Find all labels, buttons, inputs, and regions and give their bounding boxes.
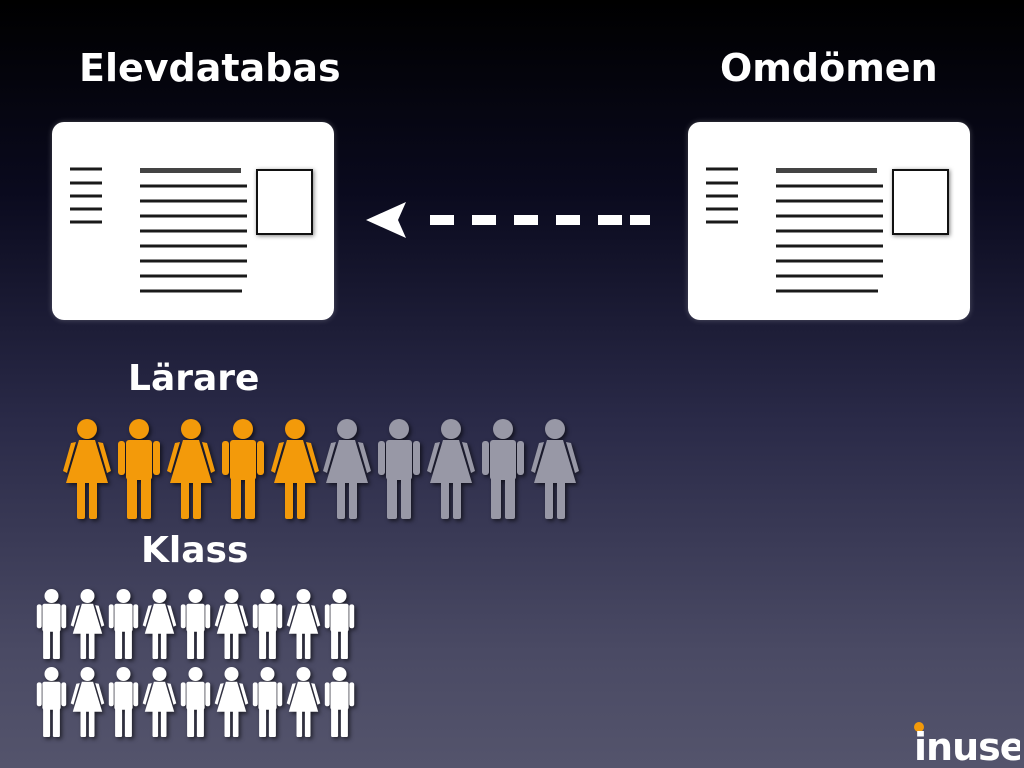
male-student-icon — [324, 667, 355, 737]
class-row — [34, 666, 357, 738]
inuse-logo-text: inuse — [914, 725, 1020, 766]
male-student-icon — [108, 589, 139, 659]
male-student-icon — [180, 667, 211, 737]
inactive-female-teacher-icon — [531, 419, 579, 519]
active-male-teacher-icon — [222, 419, 264, 519]
class-group — [34, 588, 357, 744]
active-male-teacher-icon — [118, 419, 160, 519]
male-student-icon — [180, 589, 211, 659]
female-student-icon — [142, 589, 177, 659]
teachers-group — [62, 416, 580, 522]
female-student-icon — [286, 667, 321, 737]
male-student-icon — [36, 589, 67, 659]
active-female-teacher-icon — [167, 419, 215, 519]
elevdatabas-document-icon — [52, 122, 334, 320]
class-row — [34, 588, 357, 660]
male-student-icon — [252, 667, 283, 737]
male-student-icon — [36, 667, 67, 737]
female-student-icon — [142, 667, 177, 737]
female-student-icon — [70, 667, 105, 737]
female-student-icon — [70, 589, 105, 659]
inactive-female-teacher-icon — [427, 419, 475, 519]
female-student-icon — [286, 589, 321, 659]
inuse-logo: inuse — [914, 722, 1020, 766]
active-female-teacher-icon — [63, 419, 111, 519]
male-student-icon — [108, 667, 139, 737]
male-student-icon — [324, 589, 355, 659]
inactive-female-teacher-icon — [323, 419, 371, 519]
male-student-icon — [252, 589, 283, 659]
female-student-icon — [214, 589, 249, 659]
larare-title: Lärare — [128, 358, 260, 399]
omdomen-document-icon — [688, 122, 970, 320]
female-student-icon — [214, 667, 249, 737]
inactive-male-teacher-icon — [482, 419, 524, 519]
inactive-male-teacher-icon — [378, 419, 420, 519]
elevdatabas-title: Elevdatabas — [79, 46, 341, 90]
dashed-left-arrow-icon — [366, 202, 650, 238]
klass-title: Klass — [141, 530, 249, 571]
omdomen-title: Omdömen — [720, 46, 938, 90]
active-female-teacher-icon — [271, 419, 319, 519]
